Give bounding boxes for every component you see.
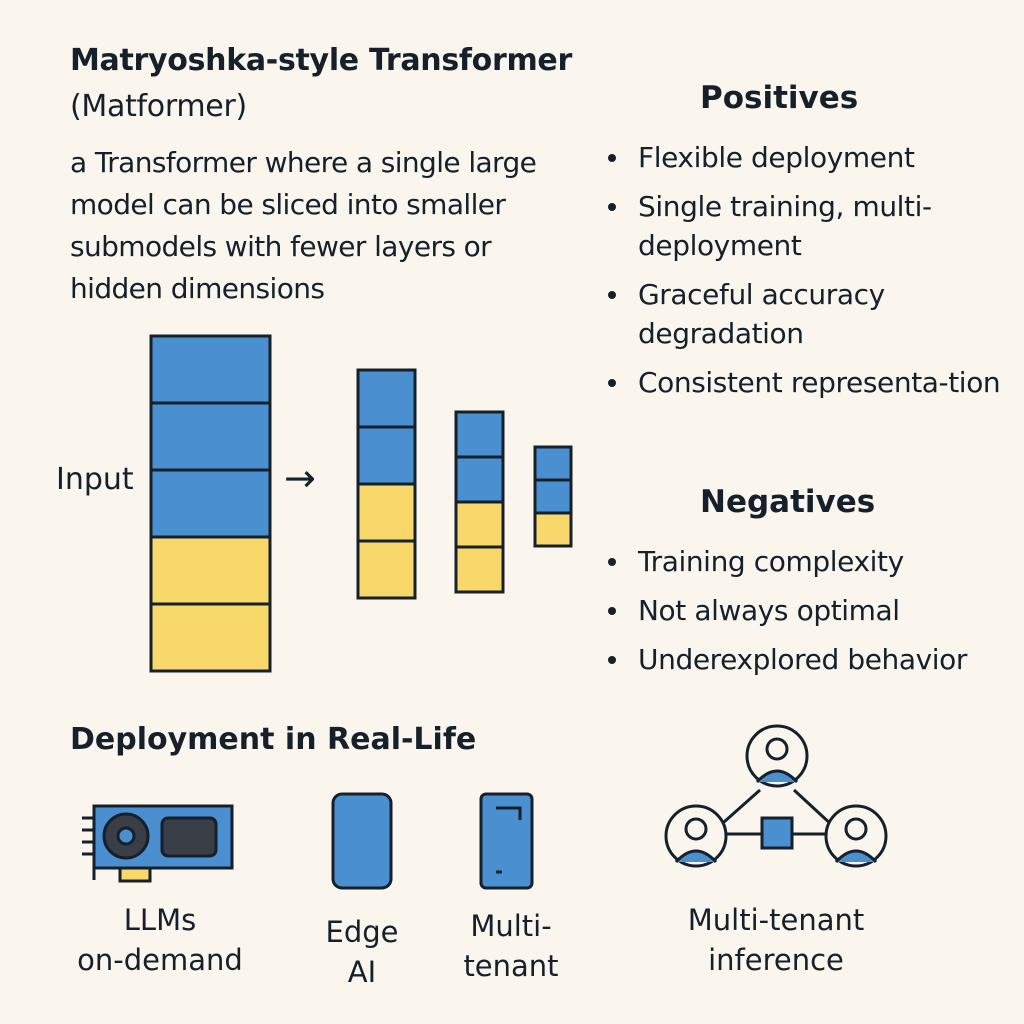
user-icon-left — [664, 804, 728, 868]
caption-edge-ai: Edge AI — [325, 915, 399, 989]
arrow-right-icon: → — [284, 456, 316, 500]
list-item: Single training, multi-deployment — [608, 187, 1008, 265]
title-normal: (Matformer) — [70, 89, 247, 124]
user-icon-right — [824, 804, 888, 868]
list-item: Consistent representa-tion — [608, 363, 1008, 402]
full-model-layer-4 — [149, 535, 272, 606]
phone-icon — [331, 792, 393, 890]
submodel-medium-layer-2 — [454, 455, 505, 504]
user-network-icon — [664, 724, 888, 868]
negatives-list: Training complexity Not always optimal U… — [608, 542, 1008, 689]
submodel-small-layer-1 — [533, 445, 573, 482]
title-bold: Matryoshka-style Transformer — [70, 43, 572, 78]
submodel-large-layer-1 — [356, 368, 417, 429]
gpu-card-icon — [82, 804, 234, 883]
caption-multi-tenant: Multi- tenant — [463, 909, 559, 983]
negatives-heading: Negatives — [700, 484, 876, 520]
list-item: Not always optimal — [608, 591, 1008, 630]
submodel-medium-layer-4 — [454, 545, 505, 594]
caption-llms: LLMs on-demand — [77, 903, 243, 977]
caption-multi-tenant-inference: Multi-tenant inference — [687, 903, 865, 977]
model-blocks — [149, 334, 573, 673]
submodel-medium-layer-1 — [454, 410, 505, 459]
full-model-layer-5 — [149, 602, 272, 673]
list-item: Training complexity — [608, 542, 1008, 581]
submodel-medium-layer-3 — [454, 500, 505, 549]
tablet-icon — [479, 792, 534, 890]
description: a Transformer where a single large model… — [70, 146, 537, 305]
full-model-layer-1 — [149, 334, 272, 405]
submodel-large-layer-3 — [356, 482, 417, 543]
user-icon-top — [745, 724, 809, 788]
positives-list: Flexible deployment Single training, mul… — [608, 138, 1008, 412]
deployment-heading: Deployment in Real-Life — [70, 722, 477, 757]
full-model-layer-3 — [149, 468, 272, 539]
input-label: Input — [56, 462, 134, 497]
submodel-large-layer-4 — [356, 539, 417, 600]
submodel-small-layer-3 — [533, 511, 573, 548]
list-item: Graceful accuracy degradation — [608, 275, 1008, 353]
submodel-large-layer-2 — [356, 425, 417, 486]
list-item: Flexible deployment — [608, 138, 1008, 177]
submodel-small-layer-2 — [533, 478, 573, 515]
full-model-layer-2 — [149, 401, 272, 472]
positives-heading: Positives — [700, 80, 859, 116]
page-title: Matryoshka-style Transformer (Matformer) — [70, 38, 590, 130]
list-item: Underexplored behavior — [608, 640, 1008, 679]
